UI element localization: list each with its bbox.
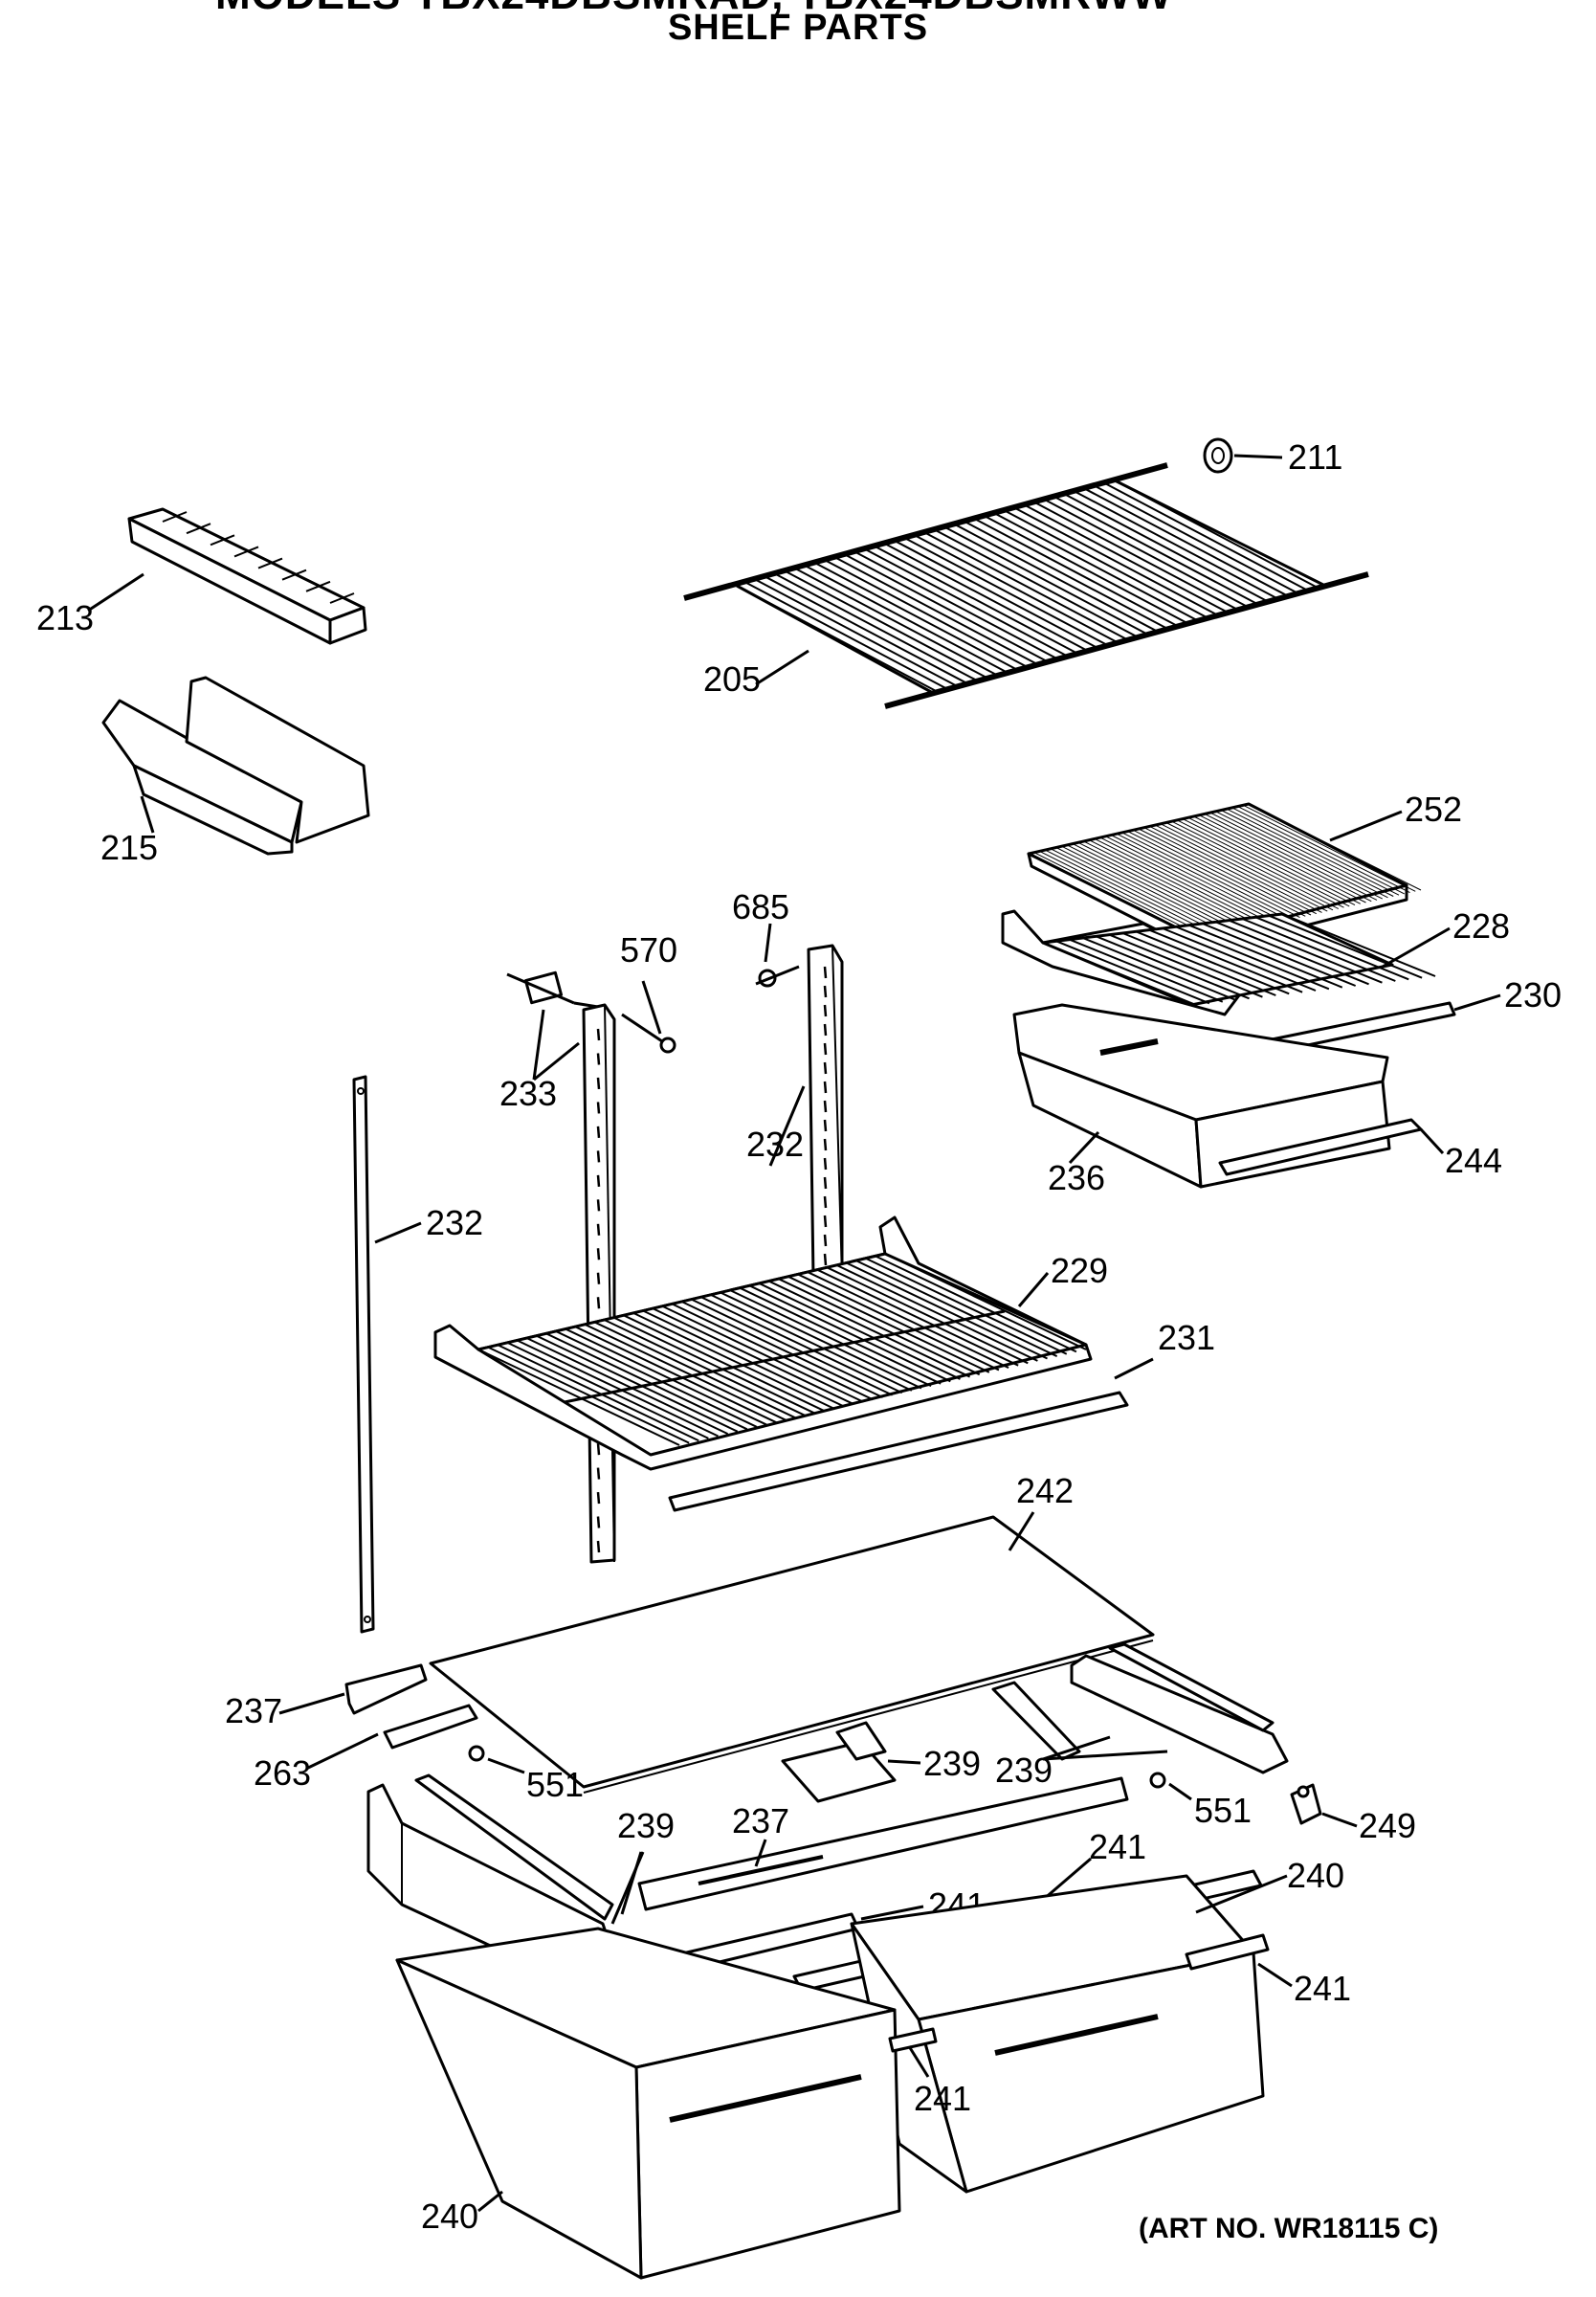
callout-685: 685 [732,887,789,926]
callout-241-d: 241 [914,2079,971,2118]
crisper-shelf-rods [1042,913,1436,1006]
part-229-wire-shelf [433,1215,1093,1471]
part-241-handle-c [1185,1933,1270,1971]
part-232-ladder-left [582,1003,616,1564]
models-title: MODELS TBX24DBSMRAD, TBX24DBSMRWW [215,0,1172,19]
callout-240-right: 240 [1287,1856,1344,1895]
part-213-ice-tray [127,507,367,645]
part-205-wire-shelf [683,462,1369,709]
callout-215: 215 [100,828,158,867]
part-249-latch [1290,1783,1322,1825]
callout-241-b: 241 [1089,1827,1146,1866]
part-233-bracket [506,970,599,1009]
part-215-door-bin [101,676,370,856]
callout-551-right: 551 [1194,1791,1252,1830]
ice-tray-cells [162,511,355,604]
callout-232-center: 232 [746,1125,804,1164]
part-241-handle-d [888,2027,938,2053]
part-570-screw [621,1013,676,1054]
callout-232-left: 232 [426,1203,483,1242]
part-228-crisper-shelf [1001,909,1436,1016]
callout-570: 570 [620,930,677,970]
ladder-slots [823,966,828,1266]
section-title: SHELF PARTS [667,8,929,48]
part-240-drawer-left [395,1927,901,2280]
part-211-bumper [1203,437,1283,474]
callout-252: 252 [1405,790,1462,829]
part-side-rail-right [1070,1642,1289,1774]
part-237-bracket-left [344,1663,428,1715]
callout-228: 228 [1452,906,1510,946]
callout-229: 229 [1051,1251,1108,1290]
part-236-crisper-drawer [1012,1003,1391,1189]
callout-249: 249 [1359,1806,1416,1845]
part-231-trim [668,1391,1129,1512]
callout-241-c: 241 [1294,1969,1351,2008]
part-242-glass-panel [429,1515,1155,1794]
callout-239-right: 239 [995,1751,1053,1790]
part-685-screw [755,965,800,988]
callout-213: 213 [36,598,94,637]
art-number: (ART NO. WR18115 C) [1139,2213,1438,2244]
part-232-rail-left [352,1075,375,1634]
callout-237-front: 237 [732,1801,789,1840]
callout-230: 230 [1504,975,1562,1015]
callout-236: 236 [1048,1158,1105,1197]
callout-244: 244 [1445,1141,1502,1180]
shelf-205-rods [736,479,1319,694]
part-232-ladder-center [807,944,844,1280]
callout-263: 263 [254,1753,311,1793]
callout-205: 205 [703,659,761,699]
wire-shelf-rods [477,1253,1087,1446]
page-header: MODELS TBX24DBSMRAD, TBX24DBSMRWW SHELF … [0,0,1596,77]
part-551-screw-left [468,1745,485,1762]
callout-237-left: 237 [225,1691,282,1730]
part-239-slides [781,1681,1081,1803]
part-237-front-rail [637,1776,1129,1911]
part-551-screw-right [1149,1772,1166,1789]
callout-233: 233 [499,1074,557,1113]
callout-239-center: 239 [923,1744,981,1783]
part-263-guide [383,1704,478,1750]
callout-242: 242 [1016,1471,1074,1510]
callout-240-left: 240 [421,2197,478,2236]
callout-551-left: 551 [526,1765,584,1804]
crisper-cover-texture [1028,803,1422,941]
callout-211: 211 [1288,437,1342,477]
callout-231: 231 [1158,1318,1215,1357]
callout-239-left: 239 [617,1806,675,1845]
